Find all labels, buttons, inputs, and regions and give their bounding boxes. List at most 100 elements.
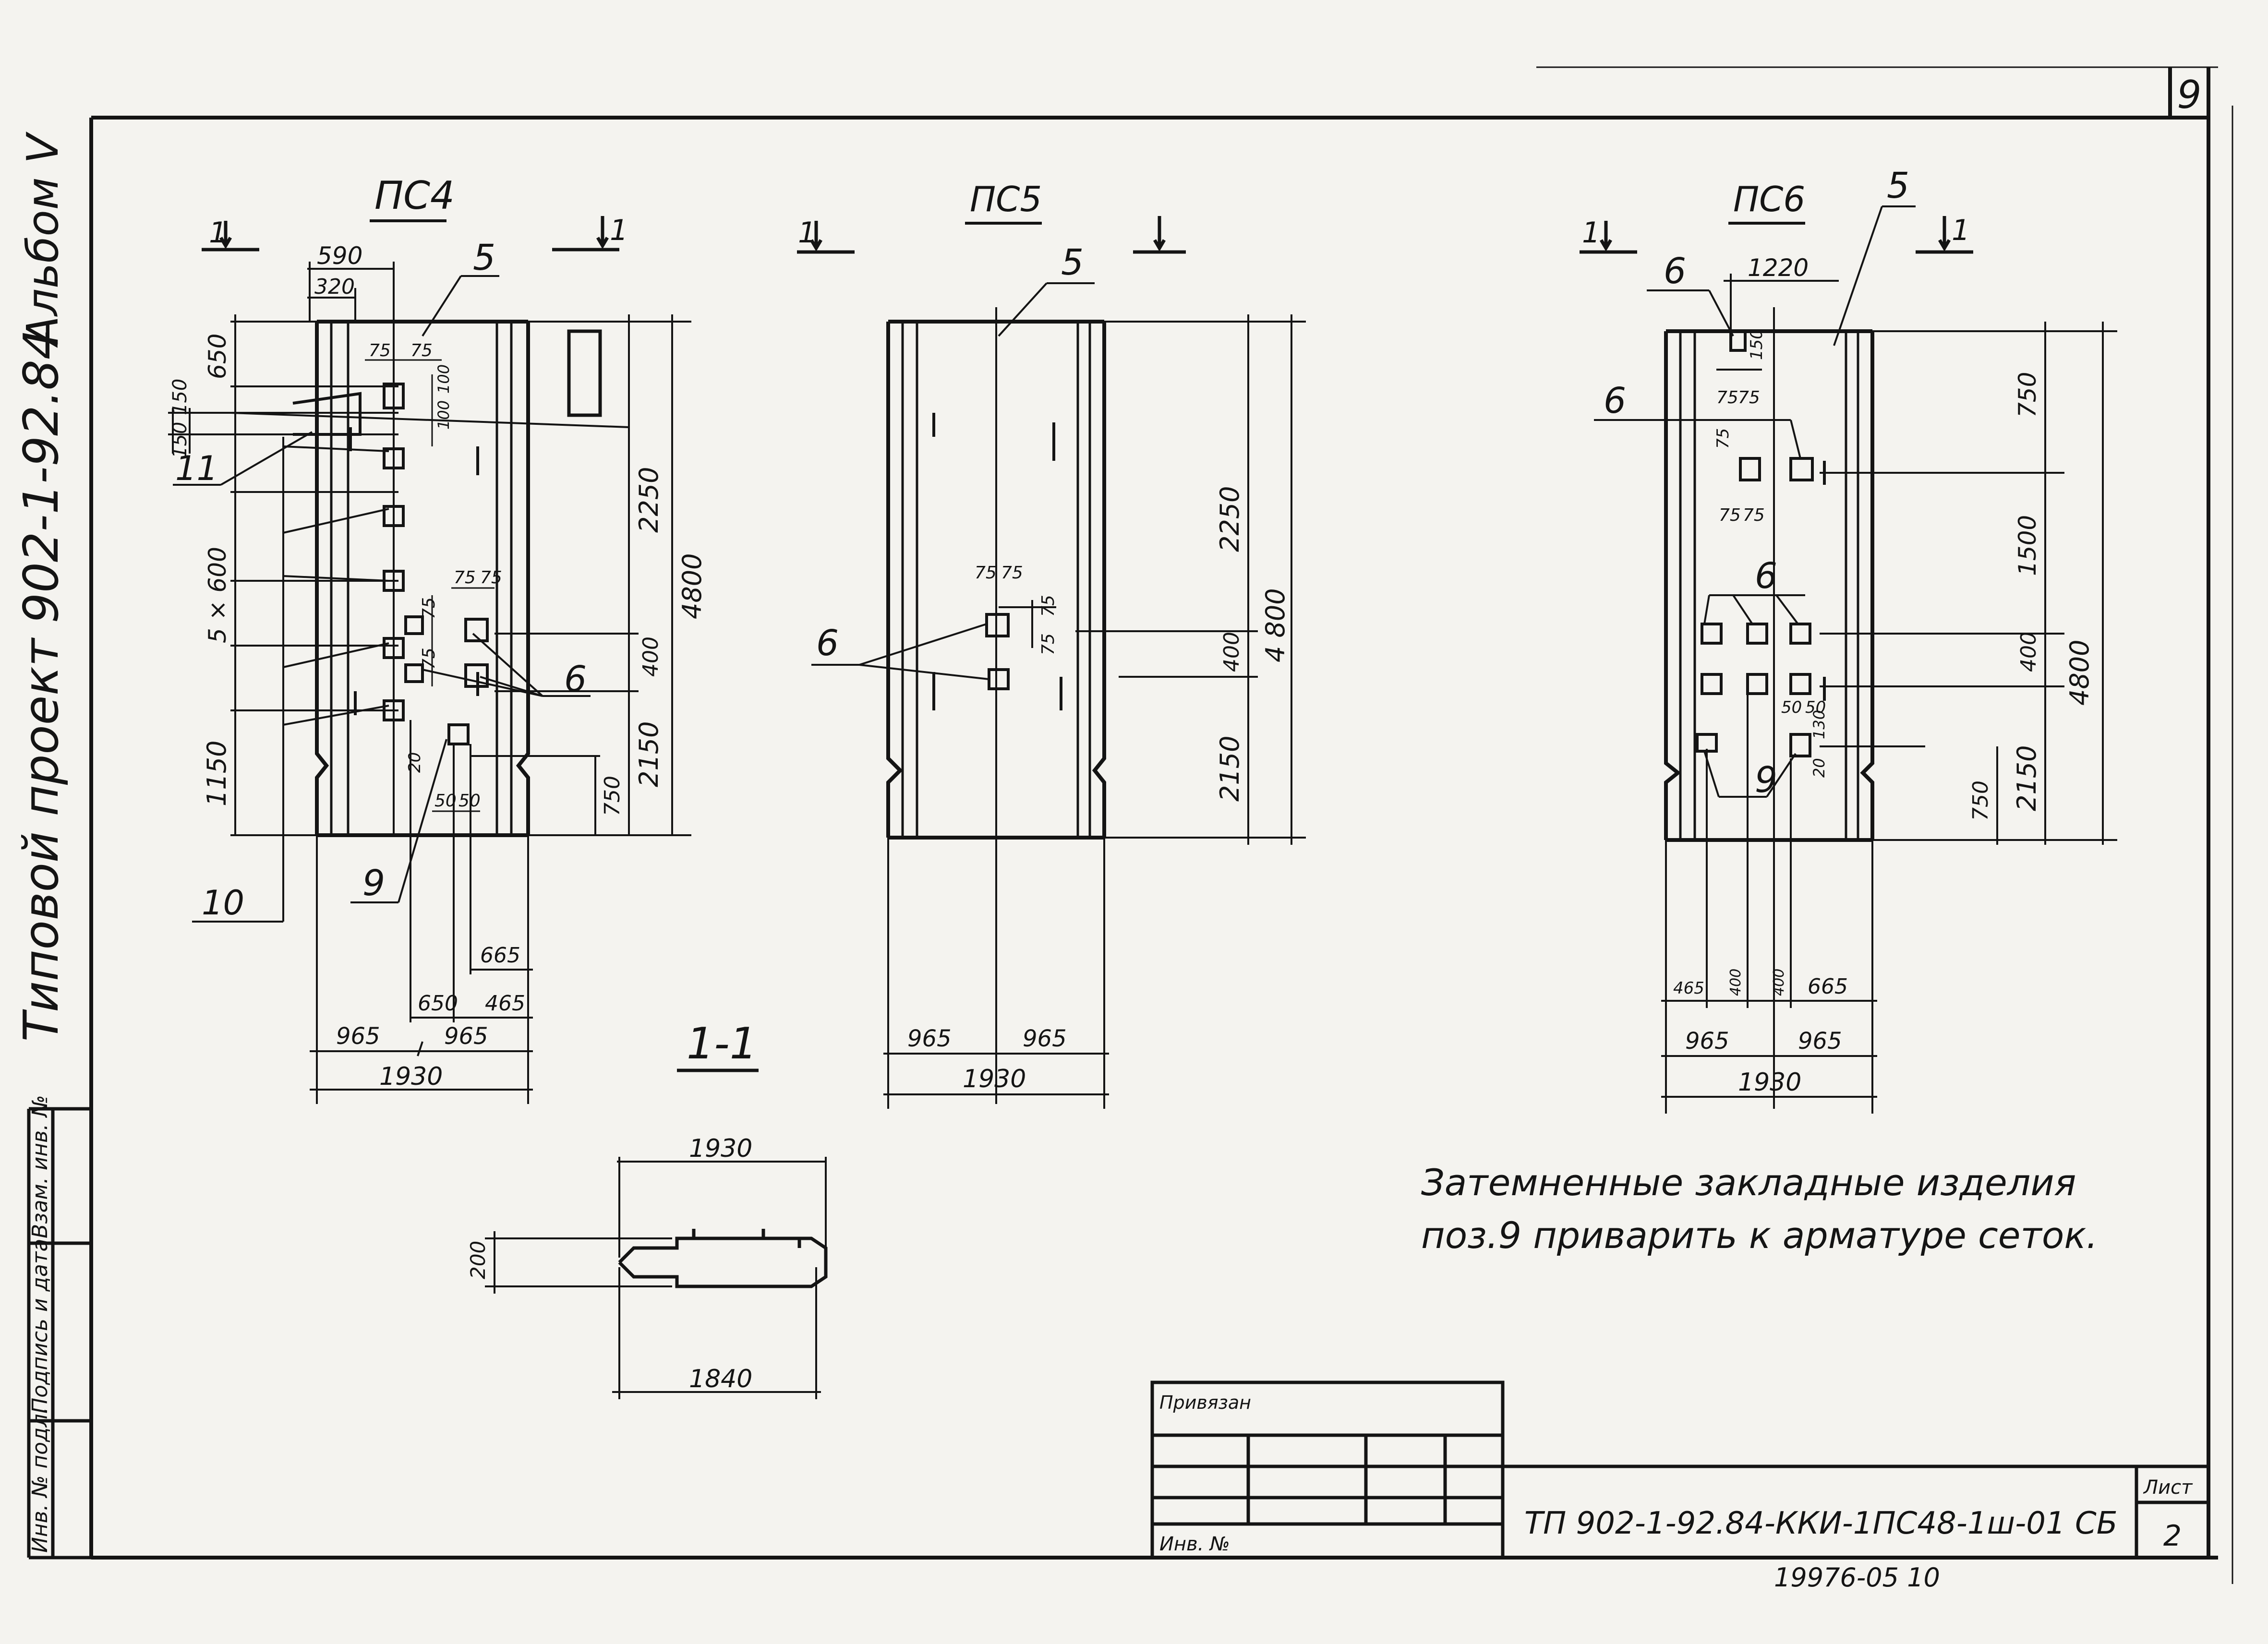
ps6-dim-965b: 965 — [1798, 1028, 1842, 1055]
ps4-dim-100b: 100 — [434, 400, 453, 430]
ps5-callout-6: 6 — [816, 623, 839, 664]
section-title: 1-1 — [687, 1019, 757, 1069]
ps6-dim-400b: 400 — [1771, 969, 1787, 996]
ps4-dim-2250: 2250 — [634, 467, 664, 533]
ps4-section-mark-left — [202, 221, 259, 252]
title-designation: ТП 902-1-92.84-ККИ-1ПС48-1ш-01 СБ — [1524, 1506, 2118, 1541]
ps4-right-dims — [470, 314, 691, 836]
ps4-opening — [567, 329, 602, 417]
side-project: Типовой проект 902-1-92.84 — [13, 329, 69, 1042]
ps6-dim-75b: 75 — [1738, 388, 1760, 408]
ps6-dim-1930: 1930 — [1738, 1068, 1801, 1097]
ps4-dim-50b: 50 — [458, 791, 481, 811]
ps4-dim-75f: 75 — [419, 648, 439, 670]
ps5-dim-2150: 2150 — [1215, 736, 1245, 802]
ps6-title: ПС6 — [1733, 179, 1805, 219]
ps6-outline — [1664, 307, 1874, 1109]
ps6-leaders — [1594, 205, 1916, 798]
ps4-leaders — [173, 275, 591, 923]
ps6-callout-9: 9 — [1755, 759, 1777, 801]
ps4-dim-75d: 75 — [480, 568, 502, 588]
ps4-callout-10: 10 — [202, 883, 244, 923]
ps4-title: ПС4 — [374, 173, 455, 218]
ps5-bottom-dims — [883, 838, 1109, 1109]
panel-ps4: ПС4 1 1 — [168, 173, 707, 1104]
section-dim-1930: 1930 — [689, 1134, 752, 1163]
ps6-dim-150: 150 — [1747, 329, 1766, 360]
side-stamp-sign: Подпись и дата — [28, 1239, 52, 1414]
ps5-dim-400: 400 — [1219, 632, 1244, 672]
ps6-dim-50a: 50 — [1781, 698, 1802, 717]
ps5-dim-4800: 4 800 — [1260, 588, 1291, 662]
ps4-dim-75a: 75 — [369, 341, 391, 360]
ps5-leaders — [811, 282, 1095, 680]
ps6-section-mark-left — [1580, 221, 1637, 254]
ps6-dim-750b: 750 — [1968, 780, 1993, 821]
ps4-dim-75e: 75 — [419, 597, 439, 619]
ps6-dim-665: 665 — [1808, 974, 1848, 999]
ps4-dim-5x600: 5 × 600 — [204, 547, 231, 643]
ps6-section-mark-right — [1916, 216, 1973, 254]
ps6-dim-130: 130 — [1810, 710, 1828, 739]
ps6-dim-2150: 2150 — [2012, 745, 2042, 811]
ps4-dim-1930: 1930 — [379, 1062, 443, 1091]
side-album: Альбом V — [18, 132, 68, 348]
ps4-dim-75b: 75 — [410, 341, 433, 360]
ps4-callout-5: 5 — [473, 237, 495, 278]
ps6-dim-400: 400 — [2016, 632, 2041, 672]
title-sheet-number: 2 — [2163, 1519, 2182, 1553]
ps5-section-mark-left — [797, 221, 855, 254]
ps4-dim-1150: 1150 — [202, 741, 232, 806]
ps6-callout-6b: 6 — [1604, 380, 1626, 421]
ps4-dim-75c: 75 — [454, 568, 476, 588]
ps4-callout-6: 6 — [564, 659, 587, 700]
ps4-top-dims — [307, 262, 395, 322]
side-stamp — [27, 1107, 91, 1560]
ps5-title: ПС5 — [970, 179, 1042, 219]
ps5-callout-5: 5 — [1061, 242, 1084, 283]
ps6-callout-6c: 6 — [1755, 555, 1777, 597]
ps4-dim-320: 320 — [314, 275, 355, 299]
side-stamp-repl: Взам. инв. № — [28, 1095, 52, 1238]
ps4-dim-150a: 150 — [169, 379, 191, 415]
ps6-callout-5: 5 — [1887, 165, 1909, 206]
note-line-2: поз.9 приварить к арматуре сеток. — [1421, 1214, 2098, 1257]
ps4-dim-650b: 650 — [418, 991, 458, 1016]
ps4-bottom-dims — [310, 720, 533, 1104]
ps4-section-mark-right — [552, 216, 619, 252]
ps4-section-mark-left-label: 1 — [209, 216, 227, 250]
ps5-dim-75a: 75 — [975, 563, 997, 583]
ps6-dim-1220: 1220 — [1748, 254, 1809, 282]
note-line-1: Затемненные закладные изделия — [1421, 1161, 2076, 1204]
ps6-dim-1500: 1500 — [2014, 515, 2041, 576]
ps4-left-dims — [168, 314, 629, 836]
ps4-dim-590: 590 — [317, 242, 362, 270]
panel-ps5: ПС5 1 — [797, 179, 1306, 1109]
ps5-embedded-items — [932, 413, 1062, 710]
title-sheet-label: Лист — [2143, 1476, 2193, 1499]
ps5-dim-75b: 75 — [1001, 563, 1023, 583]
ps6-section-mark-left-label: 1 — [1582, 216, 1600, 250]
ps4-dim-2150: 2150 — [634, 721, 664, 787]
page-number: 9 — [2177, 72, 2202, 117]
section-dims — [485, 1157, 827, 1399]
ps6-dim-400a: 400 — [1727, 969, 1744, 996]
ps4-dim-150b: 150 — [169, 422, 191, 458]
ps6-dim-4800: 4800 — [2064, 640, 2095, 706]
ps5-dim-965b: 965 — [1023, 1025, 1067, 1052]
ps4-callout-11: 11 — [175, 449, 218, 488]
ps4-dim-650: 650 — [204, 334, 231, 379]
ps5-dim-75c: 75 — [1038, 595, 1058, 617]
ps4-dim-400: 400 — [639, 636, 663, 677]
sheet-frame — [89, 66, 2233, 1584]
ps4-dim-20: 20 — [405, 752, 424, 773]
ps4-dim-4800: 4800 — [677, 553, 707, 619]
ps6-bottom-dims — [1661, 691, 1877, 1114]
ps5-dim-75d: 75 — [1038, 633, 1058, 655]
ps6-dim-20: 20 — [1810, 758, 1828, 778]
ps6-dim-75d: 75 — [1719, 505, 1741, 525]
ps6-callout-6a: 6 — [1664, 251, 1686, 292]
section-1-1: 1-1 1930 200 1840 — [466, 1019, 828, 1399]
archive-number: 19976-05 10 — [1774, 1562, 1940, 1593]
